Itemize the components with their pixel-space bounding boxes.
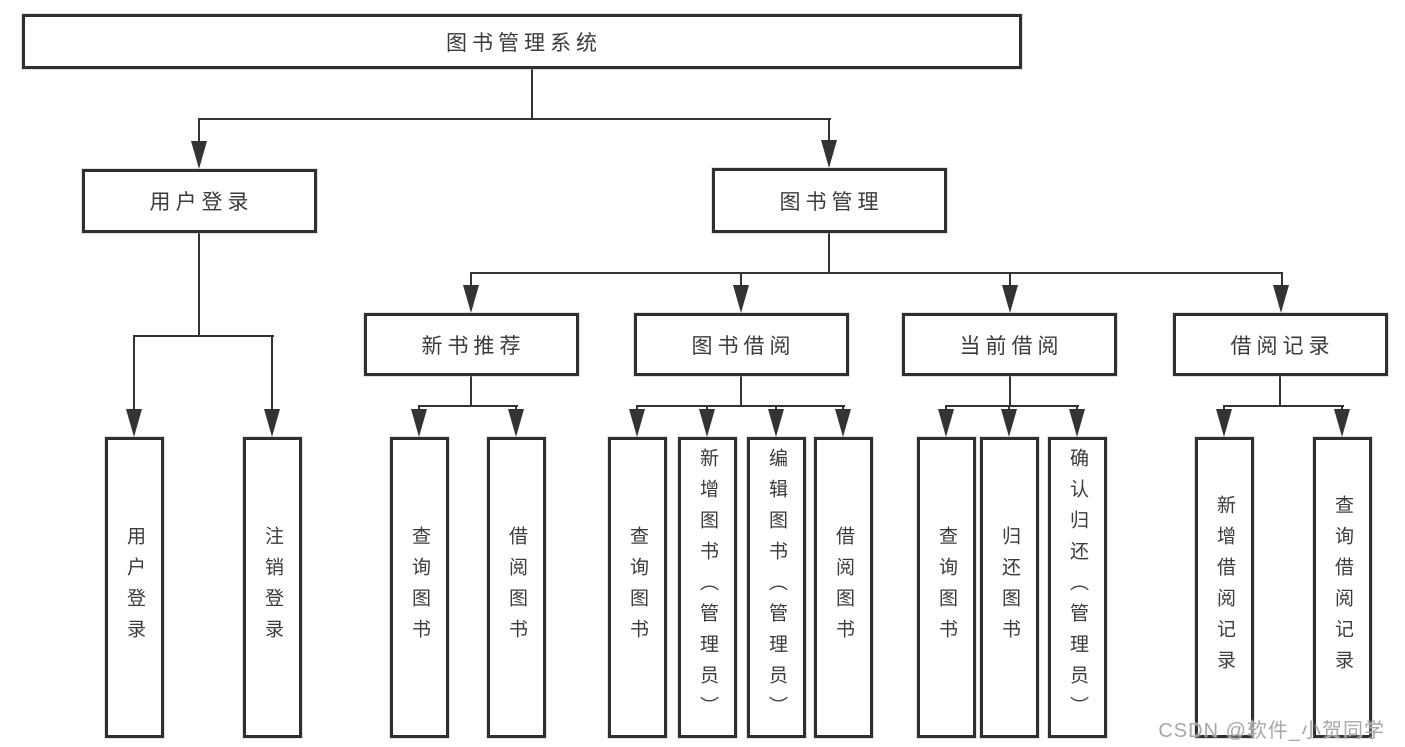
connector-line xyxy=(271,335,273,411)
arrowhead-icon xyxy=(1216,409,1232,437)
node-borrow-record: 借阅记录 xyxy=(1173,313,1388,376)
connector-line xyxy=(1223,405,1344,407)
node-label: 用户登录 xyxy=(124,525,145,650)
leaf-borrow-book: 借阅图书 xyxy=(814,437,873,738)
connector-line xyxy=(1009,376,1011,407)
arrowhead-icon xyxy=(411,409,427,437)
connector-line xyxy=(1009,272,1011,287)
node-new-book-recommend: 新书推荐 xyxy=(364,313,579,376)
node-label: 查询图书 xyxy=(409,525,430,650)
node-label: 当前借阅 xyxy=(959,334,1064,358)
leaf-user-login: 用户登录 xyxy=(105,437,164,738)
connector-line xyxy=(470,272,1283,274)
node-label: 注销登录 xyxy=(262,525,283,650)
node-label: 图书管理 xyxy=(779,190,884,214)
leaf-query-borrow-record: 查询借阅记录 xyxy=(1313,437,1372,738)
arrowhead-icon xyxy=(191,141,207,169)
arrowhead-icon xyxy=(126,409,142,437)
connector-line xyxy=(842,405,844,411)
leaf-return-book: 归还图书 xyxy=(980,437,1039,738)
arrowhead-icon xyxy=(508,409,524,437)
connector-line xyxy=(740,272,742,287)
connector-line xyxy=(828,233,830,274)
leaf-edit-book-admin: 编辑图书（管理员） xyxy=(747,437,806,738)
connector-line xyxy=(1223,405,1225,411)
connector-line xyxy=(515,405,517,411)
leaf-query-book: 查询图书 xyxy=(608,437,667,738)
connector-line xyxy=(198,118,200,141)
node-label: 借阅记录 xyxy=(1230,334,1335,358)
connector-line xyxy=(418,405,420,411)
leaf-confirm-return-admin: 确认归还（管理员） xyxy=(1048,437,1107,738)
connector-line xyxy=(775,405,777,411)
node-label: 借阅图书 xyxy=(506,525,527,650)
node-label: 借阅图书 xyxy=(833,525,854,650)
node-label: 确认归还（管理员） xyxy=(1067,448,1088,727)
arrowhead-icon xyxy=(463,285,479,313)
connector-line xyxy=(198,118,831,120)
node-label: 查询借阅记录 xyxy=(1332,494,1353,681)
connector-line xyxy=(706,405,708,411)
connector-line xyxy=(470,272,472,287)
node-label: 编辑图书（管理员） xyxy=(766,448,787,727)
connector-line xyxy=(636,405,845,407)
arrowhead-icon xyxy=(1002,285,1018,313)
connector-line xyxy=(133,335,274,337)
connector-line xyxy=(133,335,135,411)
connector-line xyxy=(945,405,1079,407)
node-label: 归还图书 xyxy=(999,525,1020,650)
arrowhead-icon xyxy=(1069,409,1085,437)
node-book-management: 图书管理 xyxy=(712,168,947,233)
leaf-query-current: 查询图书 xyxy=(917,437,976,738)
node-label: 查询图书 xyxy=(936,525,957,650)
arrowhead-icon xyxy=(1334,409,1350,437)
leaf-logout: 注销登录 xyxy=(243,437,302,738)
arrowhead-icon xyxy=(733,285,749,313)
leaf-query-book-recommend: 查询图书 xyxy=(390,437,449,738)
node-current-borrow: 当前借阅 xyxy=(902,313,1117,376)
connector-line xyxy=(198,233,200,337)
arrowhead-icon xyxy=(699,409,715,437)
node-label: 图书管理系统 xyxy=(446,31,602,55)
node-label: 图书借阅 xyxy=(691,334,796,358)
connector-line xyxy=(531,69,533,119)
connector-line xyxy=(1076,405,1078,411)
arrowhead-icon xyxy=(768,409,784,437)
leaf-borrow-book-recommend: 借阅图书 xyxy=(487,437,546,738)
connector-line xyxy=(1279,376,1281,407)
node-user-login: 用户登录 xyxy=(82,169,317,233)
arrowhead-icon xyxy=(835,409,851,437)
connector-line xyxy=(740,376,742,407)
node-label: 查询图书 xyxy=(627,525,648,650)
arrowhead-icon xyxy=(264,409,280,437)
leaf-add-book-admin: 新增图书（管理员） xyxy=(678,437,737,738)
connector-line xyxy=(1008,405,1010,411)
node-root: 图书管理系统 xyxy=(22,14,1022,69)
node-label: 新增图书（管理员） xyxy=(697,448,718,727)
node-label: 新书推荐 xyxy=(421,334,526,358)
node-book-borrow: 图书借阅 xyxy=(634,313,849,376)
arrowhead-icon xyxy=(938,409,954,437)
connector-line xyxy=(828,118,830,140)
watermark: CSDN @软件_小贺同学 xyxy=(1158,720,1385,742)
node-label: 用户登录 xyxy=(149,191,254,214)
arrowhead-icon xyxy=(1273,285,1289,313)
connector-line xyxy=(636,405,638,411)
connector-line xyxy=(418,405,518,407)
leaf-add-borrow-record: 新增借阅记录 xyxy=(1195,437,1254,738)
node-label: 新增借阅记录 xyxy=(1214,494,1235,681)
connector-line xyxy=(945,405,947,411)
arrowhead-icon xyxy=(629,409,645,437)
connector-line xyxy=(1341,405,1343,411)
connector-line xyxy=(1281,272,1283,287)
connector-line xyxy=(470,376,472,407)
arrowhead-icon xyxy=(821,140,837,168)
arrowhead-icon xyxy=(1001,409,1017,437)
